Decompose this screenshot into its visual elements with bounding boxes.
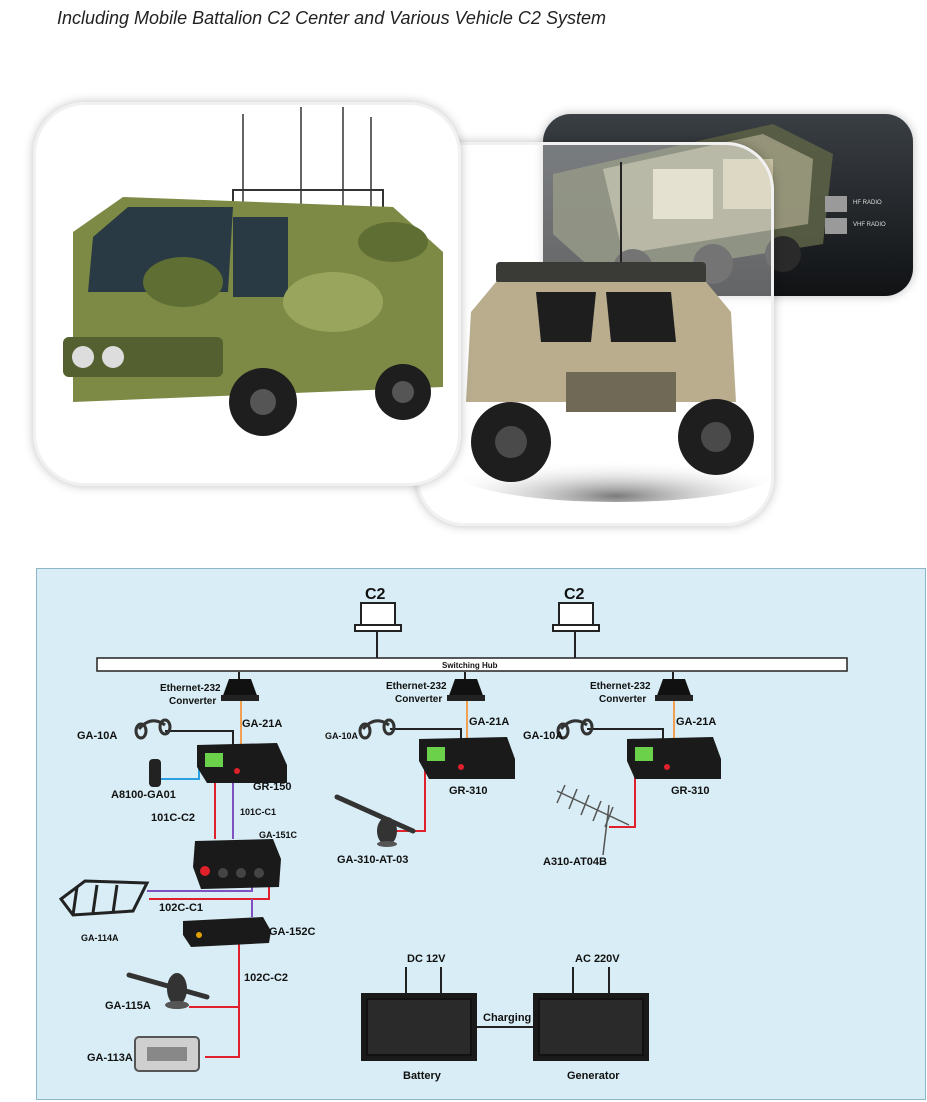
diagram-svg: C2 C2 Switching Hub Ethernet-232 Convert… [58, 586, 848, 1082]
converter-b-line2: Converter [395, 694, 442, 705]
converter-icon-a [221, 679, 259, 701]
c101c1-label: 101C-C1 [240, 807, 276, 817]
ga151c-label: GA-151C [259, 830, 298, 840]
vhf-radio-icon [825, 218, 847, 234]
c102c2-label: 102C-C2 [244, 972, 288, 984]
c2-left-label: C2 [365, 586, 386, 603]
ga21a-b-label: GA-21A [469, 716, 509, 728]
converter-c-line2: Converter [599, 694, 646, 705]
ga152c-device-icon[interactable] [183, 917, 271, 947]
bus-photo [33, 102, 461, 486]
gr150-label: GR-150 [253, 781, 292, 793]
ga114a-label: GA-114A [81, 933, 119, 943]
converter-icon-b [447, 679, 485, 701]
dc12v-label: DC 12V [407, 953, 446, 965]
panel-display-icon-generator [533, 993, 649, 1061]
handset-icon-a [134, 718, 172, 740]
antenna-icon-ga115a [126, 972, 210, 1009]
switching-hub-bar [96, 657, 848, 672]
converter-c-line1: Ethernet-232 [590, 681, 651, 692]
battery-label: Battery [403, 1070, 442, 1082]
ga10a-b-label: GA-10A [325, 731, 359, 741]
converter-b-line1: Ethernet-232 [386, 681, 447, 692]
laptop-icon-left[interactable] [354, 602, 402, 632]
converter-icon-c [655, 679, 693, 701]
system-diagram: C2 C2 Switching Hub Ethernet-232 Convert… [36, 568, 926, 1100]
ac220v-label: AC 220V [575, 953, 620, 965]
yagi-antenna-icon [556, 784, 630, 856]
hf-radio-label: HF RADIO [853, 200, 882, 206]
ga115a-label: GA-115A [105, 1000, 151, 1012]
converter-a-line1: Ethernet-232 [160, 683, 221, 694]
laptop-icon-right[interactable] [552, 602, 600, 632]
humvee-photo [416, 142, 774, 526]
c101c2-label: 101C-C2 [151, 812, 195, 824]
ga152c-label: GA-152C [269, 926, 316, 938]
ga21a-a-label: GA-21A [242, 718, 282, 730]
ga310at03-label: GA-310-AT-03 [337, 854, 408, 866]
radio-icon-gr310-c[interactable] [627, 737, 721, 779]
hf-radio-icon [825, 196, 847, 212]
ga151c-device-icon[interactable] [193, 839, 281, 889]
truck-cutaway-photo: HF RADIO VHF RADIO [543, 114, 913, 296]
ga21a-c-label: GA-21A [676, 716, 716, 728]
panel-display-icon-battery [361, 993, 477, 1061]
radio-icon-gr310-b[interactable] [419, 737, 515, 779]
a8100-label: A8100-GA01 [111, 789, 176, 801]
ga113a-label: GA-113A [87, 1052, 133, 1064]
ga10a-a-label: GA-10A [77, 730, 117, 742]
c2-right-label: C2 [564, 586, 585, 603]
c102c1-label: 102C-C1 [159, 902, 203, 914]
handset-icon-b [358, 718, 396, 740]
a8100-device-icon [149, 759, 161, 787]
handset-icon-c [556, 718, 594, 740]
vhf-radio-label: VHF RADIO [853, 222, 886, 228]
ga10a-c-label: GA-10A [523, 730, 563, 742]
antenna-icon-ga113a [134, 1036, 200, 1072]
switching-hub-label: Switching Hub [442, 661, 498, 670]
gr310-b-label: GR-310 [449, 785, 488, 797]
antenna-icon-ga310 [334, 794, 416, 847]
caption: Including Mobile Battalion C2 Center and… [57, 8, 606, 28]
radio-icon-gr150[interactable] [197, 743, 287, 783]
cables [147, 631, 675, 1058]
a310at04b-label: A310-AT04B [543, 856, 607, 868]
converter-a-line2: Converter [169, 696, 216, 707]
gr310-c-label: GR-310 [671, 785, 710, 797]
roof-rack-icon [58, 879, 150, 917]
generator-label: Generator [567, 1070, 620, 1082]
charging-label: Charging [483, 1012, 531, 1024]
